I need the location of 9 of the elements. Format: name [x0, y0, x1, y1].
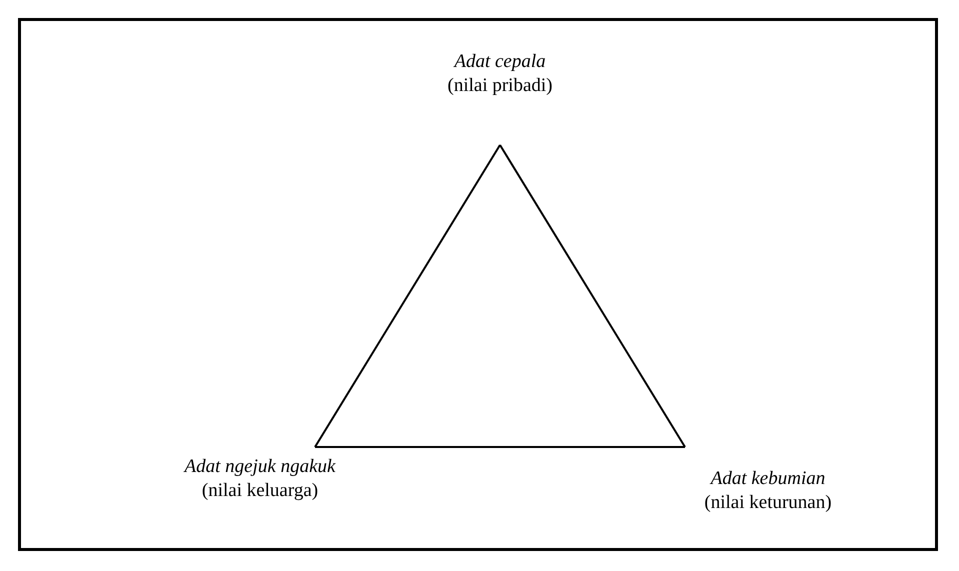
- vertex-title: Adat cepala: [454, 50, 546, 74]
- triangle-side-line: [314, 144, 501, 448]
- vertex-subtitle: (nilai keturunan): [704, 491, 832, 515]
- vertex-subtitle: (nilai keluarga): [202, 479, 318, 503]
- triangle-side-line: [499, 144, 686, 448]
- triangle-side-line: [315, 446, 685, 448]
- vertex-subtitle: (nilai pribadi): [448, 74, 552, 98]
- vertex-title: Adat ngejuk ngakuk: [184, 455, 336, 479]
- vertex-title: Adat kebumian: [710, 467, 826, 491]
